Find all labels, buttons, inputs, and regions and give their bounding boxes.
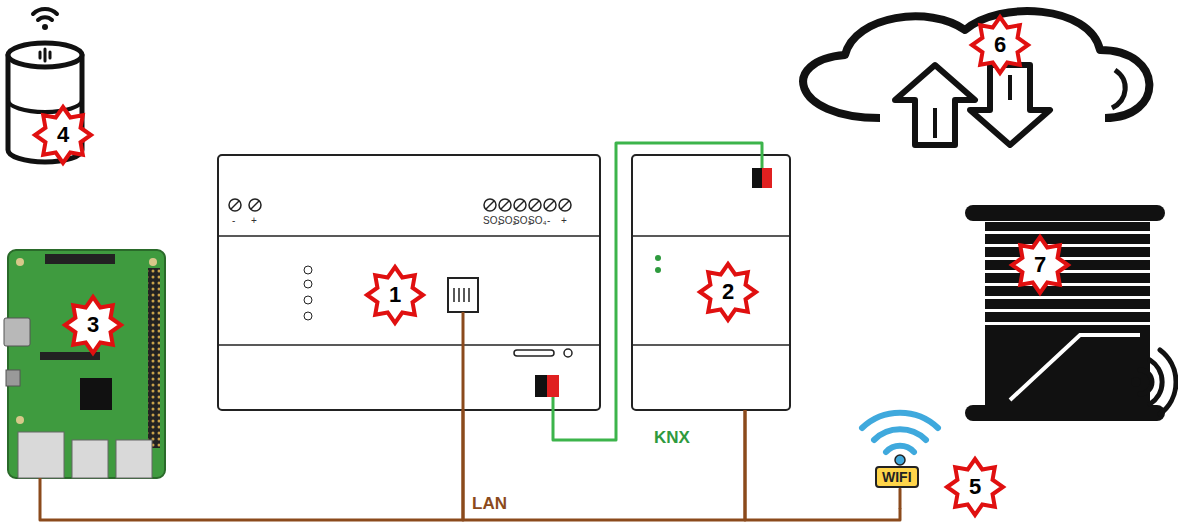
callout-badge: 1 [367,267,423,323]
knx-actuator: 2 [632,155,790,410]
callout-badge: 4 [35,107,91,163]
knx-cable [553,143,762,440]
wifi-badge-text: WIFI [875,466,919,488]
callout-number: 5 [969,476,981,498]
callout-number: 3 [87,314,99,336]
smart-blind [965,205,1176,421]
knx-cable [552,397,555,410]
knx-ip-device: 1 [218,155,600,410]
callout-badge: 3 [65,297,121,353]
lan-cable [463,410,745,520]
lan-cable [745,410,900,520]
knx-ip-device [218,155,600,410]
lan-cable [462,312,465,410]
knx-cable [761,155,764,168]
terminal-label: + [251,216,257,226]
callout-number: 4 [57,124,69,146]
callout-badge: 7 [1012,237,1068,293]
wifi-symbol [862,413,938,508]
connection-label: KNX [654,429,690,446]
lan-cable [40,410,463,520]
callout-number: 6 [994,34,1006,56]
smart-speaker: 4 [5,0,90,165]
callout-badge: 5 [947,459,1003,515]
callout-number: 2 [722,281,734,303]
smart-blind: 7 [965,205,1165,421]
terminal-label: SO₄ [528,216,547,226]
terminal-label: + [561,216,567,226]
wifi-access-point: WIFI 5 [850,395,1005,508]
knx-actuator-device [632,155,790,410]
callout-badge: 6 [972,17,1028,73]
terminal-label: - [232,216,235,226]
cloud-symbol [803,11,1149,145]
callout-number: 1 [389,284,401,306]
callout-badge: 2 [700,264,756,320]
cloud-service: 6 [785,0,1170,150]
connection-label: LAN [472,495,507,512]
raspberry-pi-board [4,250,165,478]
callout-number: 7 [1034,254,1046,276]
raspberry-pi: 3 [8,250,165,478]
terminal-label: - [547,216,550,226]
